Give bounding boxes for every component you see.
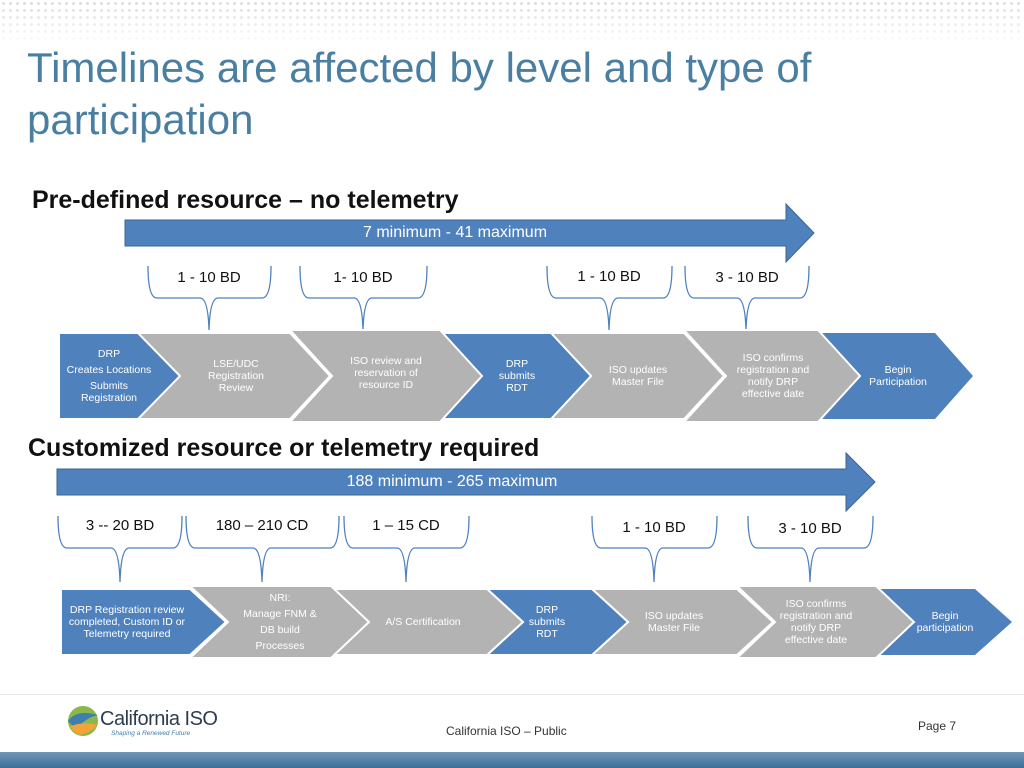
section1-step-1-line-2: Creates Locations [66, 364, 152, 376]
section2-step-2-line-2: Manage FNM & [243, 608, 317, 620]
section2-step-1-label: DRP Registration review completed, Custo… [68, 604, 186, 640]
section2-step-2-line-4: Processes [255, 640, 305, 652]
section2-brace-4 [591, 515, 718, 583]
section1-arrow-label: 7 minimum - 41 maximum [362, 224, 548, 241]
section1-title: Pre-defined resource – no telemetry [32, 186, 459, 214]
section2-step-1-shape [60, 588, 228, 656]
section2-step-7-shape [876, 589, 1012, 655]
section1-step-1-line-3: Submits Registration [80, 380, 137, 404]
logo-tagline: Shaping a Renewed Future [111, 730, 191, 737]
section2-duration-3: 1 – 15 CD [372, 517, 440, 534]
section2-step-6: ISO confirms registration and notify DRP… [772, 586, 860, 658]
section1-step-7-label: Begin Participation [869, 364, 927, 388]
section2-step-4: DRP submits RDT [514, 589, 580, 655]
page-number: Page 7 [918, 719, 957, 733]
section1-step-6: ISO confirms registration and notify DRP… [726, 333, 820, 419]
section2-step-6-shape [734, 585, 916, 659]
section1-step-2-label: LSE/UDC Registration Review [207, 358, 265, 394]
section2-duration-5: 3 - 10 BD [778, 520, 842, 537]
section2-duration-2: 180 – 210 CD [215, 517, 309, 534]
section1-duration-3: 1 - 10 BD [577, 268, 641, 285]
header-dot-fade [0, 0, 1024, 40]
section1-brace-1 [147, 265, 272, 331]
footer-classification: California ISO – Public [446, 724, 567, 738]
section1-timeline-arrow [124, 202, 815, 264]
section2-step-2-line-3: DB build [260, 624, 300, 636]
section1-step-3-label: ISO review and reservation of resource I… [350, 355, 422, 391]
slide-title: Timelines are affected by level and type… [27, 44, 812, 143]
footer-band [0, 752, 1024, 768]
section1-step-1: DRP Creates Locations Submits Registrati… [59, 333, 159, 419]
section1-step-2: LSE/UDC Registration Review [188, 333, 284, 419]
section2-step-5-label: ISO updates Master File [644, 610, 704, 634]
section2-brace-5 [747, 515, 874, 583]
section2-duration-4: 1 - 10 BD [622, 519, 686, 536]
section2-brace-1 [57, 515, 183, 583]
section1-step-7: Begin Participation [858, 333, 938, 419]
section2-title: Customized resource or telemetry require… [28, 434, 540, 462]
section2-step-7-label: Begin participation [916, 610, 974, 634]
section1-step-5-label: ISO updates Master File [608, 364, 668, 388]
section2-step-2: NRI: Manage FNM & DB build Processes [228, 586, 332, 658]
section2-step-5: ISO updates Master File [628, 589, 720, 655]
section1-step-6-shape [681, 329, 862, 423]
section1-brace-3 [546, 265, 673, 331]
section2-arrow-label: 188 minimum - 265 maximum [346, 473, 558, 490]
section1-step-6-label: ISO confirms registration and notify DRP… [736, 352, 810, 400]
section1-step-4: DRP submits RDT [482, 333, 552, 419]
section1-duration-2: 1- 10 BD [333, 269, 393, 286]
section2-step-4-label: DRP submits RDT [528, 604, 566, 640]
section2-timeline-arrow [56, 451, 876, 513]
section1-step-1-shape [58, 332, 182, 420]
section1-duration-4: 3 - 10 BD [715, 269, 779, 286]
section1-step-3-shape [287, 329, 484, 423]
section2-step-2-line-1: NRI: [269, 592, 291, 604]
section2-brace-2 [185, 515, 340, 583]
section2-step-7: Begin participation [906, 589, 984, 655]
section2-duration-1: 3 -- 20 BD [85, 517, 155, 534]
section2-step-6-label: ISO confirms registration and notify DRP… [779, 598, 853, 646]
section1-duration-1: 1 - 10 BD [177, 269, 241, 286]
section2-step-3-label: A/S Certification [385, 616, 461, 628]
section1-step-3: ISO review and reservation of resource I… [338, 330, 434, 416]
footer-divider [0, 694, 1024, 695]
california-iso-logo-icon [68, 706, 98, 736]
section1-step-7-shape [818, 333, 973, 419]
section1-step-1-line-1: DRP [97, 348, 121, 360]
section2-step-2-shape [187, 585, 371, 659]
section1-step-4-label: DRP submits RDT [498, 358, 536, 394]
section2-step-3: A/S Certification [367, 589, 479, 655]
section2-step-1: DRP Registration review completed, Custo… [61, 589, 193, 655]
section1-step-5: ISO updates Master File [593, 333, 683, 419]
logo-wordmark: California ISO [100, 708, 218, 730]
section2-brace-3 [343, 515, 470, 583]
